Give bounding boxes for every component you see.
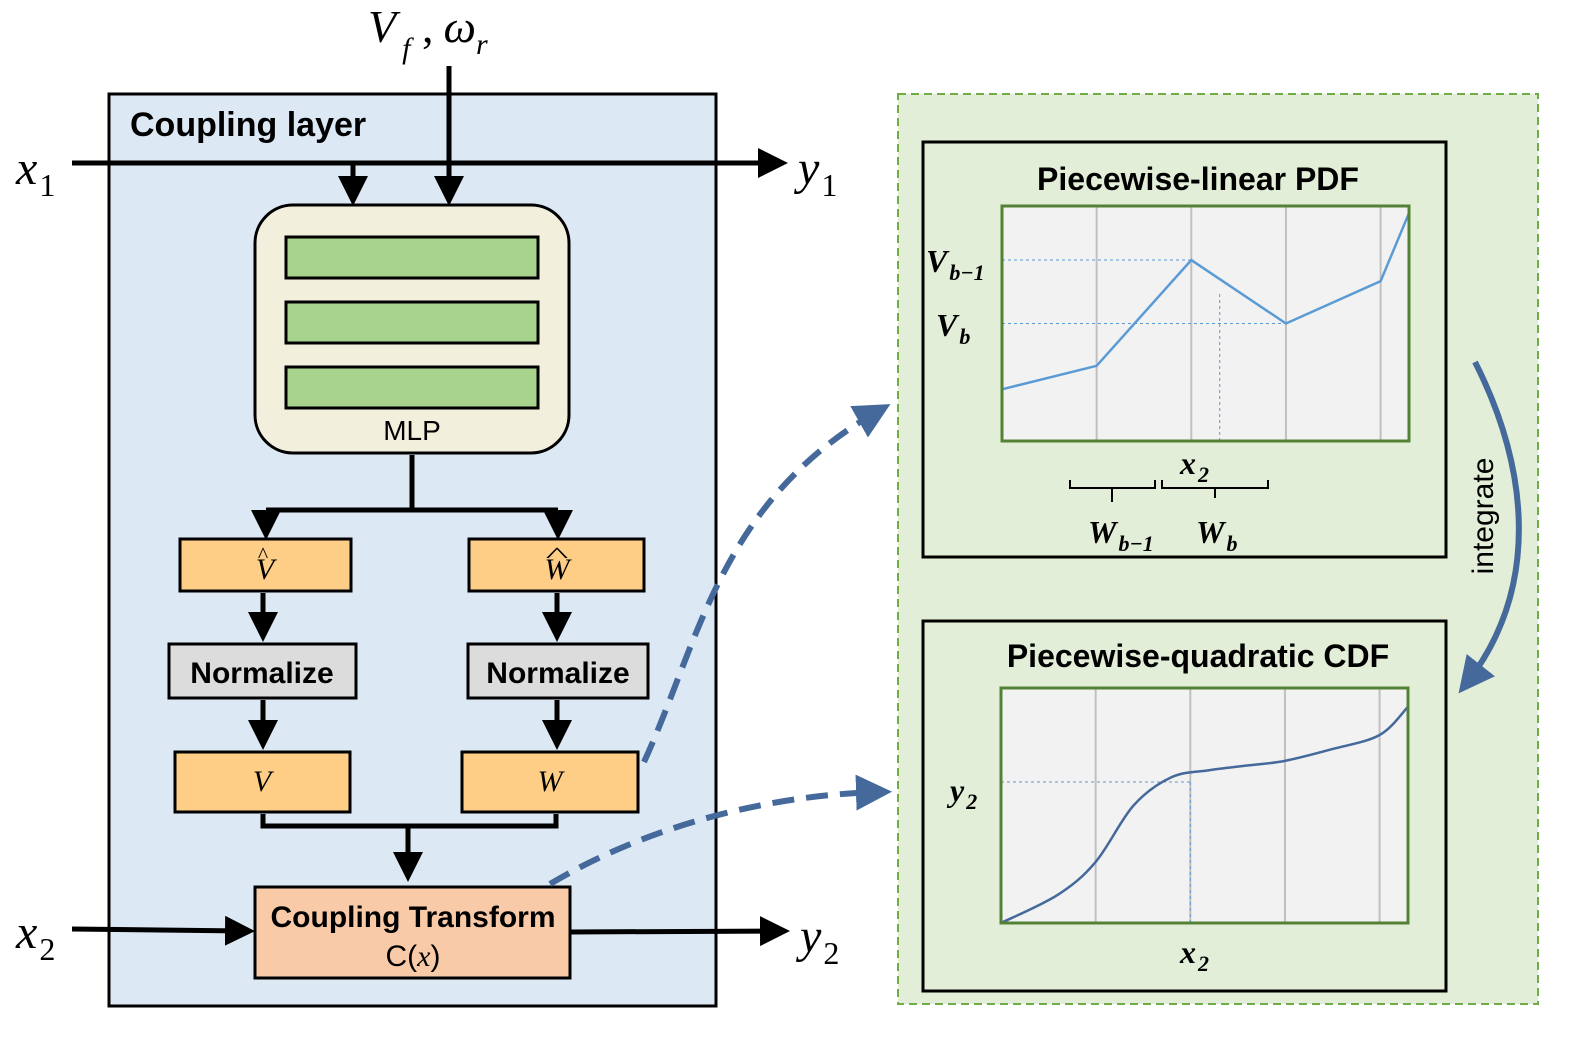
vw-merge-connector bbox=[260, 814, 559, 872]
cdf-x2-label: x2 bbox=[1179, 934, 1209, 976]
normalize-right-label: Normalize bbox=[486, 657, 629, 690]
normalize-right-box bbox=[466, 642, 650, 700]
cdf-panel-title: Piecewise-quadratic CDF bbox=[1007, 638, 1389, 674]
what-label: W bbox=[545, 553, 573, 586]
coupling-transform-box bbox=[253, 885, 572, 980]
cond-omega-subscript: r bbox=[476, 28, 488, 61]
what-hat: ^ bbox=[546, 543, 569, 567]
pdf-vb-prev-label: Vb−1 bbox=[926, 243, 985, 285]
dashed-arrow-w-to-pdf bbox=[641, 404, 891, 764]
what-box bbox=[467, 537, 646, 593]
pdf-plot-series-line bbox=[1001, 212, 1411, 391]
pdf-plot-frame bbox=[1000, 204, 1411, 443]
cdf-plot-frame bbox=[999, 686, 1410, 925]
input-x1-label: x1 bbox=[15, 142, 55, 203]
cdf-y2-label: y2 bbox=[946, 772, 977, 814]
output-y1-label: y1 bbox=[793, 142, 837, 203]
integrate-arrow bbox=[1458, 360, 1522, 694]
pdf-x2-label: x2 bbox=[1179, 445, 1209, 487]
cdf-plot bbox=[999, 686, 1410, 925]
dashed-arrow-transform-to-cdf bbox=[548, 774, 892, 887]
input-x2-label: x2 bbox=[15, 906, 55, 967]
cdf-plot-series-line bbox=[1000, 705, 1409, 925]
mlp-split-connector bbox=[266, 455, 558, 513]
arrow-x2-to-transform bbox=[71, 915, 255, 946]
mlp-layer-3 bbox=[284, 365, 540, 410]
normalize-left-box bbox=[167, 642, 358, 700]
pdf-vb-label: Vb bbox=[936, 307, 970, 349]
coupling-transform-title: Coupling Transform bbox=[271, 901, 556, 934]
mlp-layer-2 bbox=[284, 300, 540, 345]
pdf-w-brace bbox=[1069, 480, 1269, 502]
cdf-plot-area bbox=[1001, 688, 1408, 923]
cond-v-symbol: V bbox=[368, 1, 401, 52]
mlp-layer-1 bbox=[284, 235, 540, 280]
vhat-label: V bbox=[256, 553, 278, 586]
v-box bbox=[173, 750, 352, 814]
vhat-box bbox=[178, 537, 353, 593]
v-label: V bbox=[253, 765, 275, 798]
normalize-left-label: Normalize bbox=[190, 657, 333, 690]
coupling-transform-formula: C(x) bbox=[386, 940, 441, 973]
cond-separator: , bbox=[410, 1, 433, 52]
pdf-wb-label: Wb bbox=[1196, 514, 1237, 556]
coupling-layer-title: Coupling layer bbox=[130, 106, 366, 144]
pdf-wb-prev-label: Wb−1 bbox=[1088, 514, 1154, 556]
mlp-label: MLP bbox=[383, 415, 441, 446]
w-label: W bbox=[538, 765, 566, 798]
output-y2-label: y2 bbox=[795, 910, 839, 971]
cond-omega-symbol: ω bbox=[443, 1, 475, 52]
pdf-panel-title: Piecewise-linear PDF bbox=[1037, 161, 1359, 197]
w-box bbox=[460, 750, 640, 814]
arrow-transform-to-y2 bbox=[569, 916, 790, 947]
pdf-plot bbox=[1000, 204, 1411, 443]
integrate-label: integrate bbox=[1467, 458, 1500, 575]
vhat-hat: ^ bbox=[258, 542, 269, 567]
